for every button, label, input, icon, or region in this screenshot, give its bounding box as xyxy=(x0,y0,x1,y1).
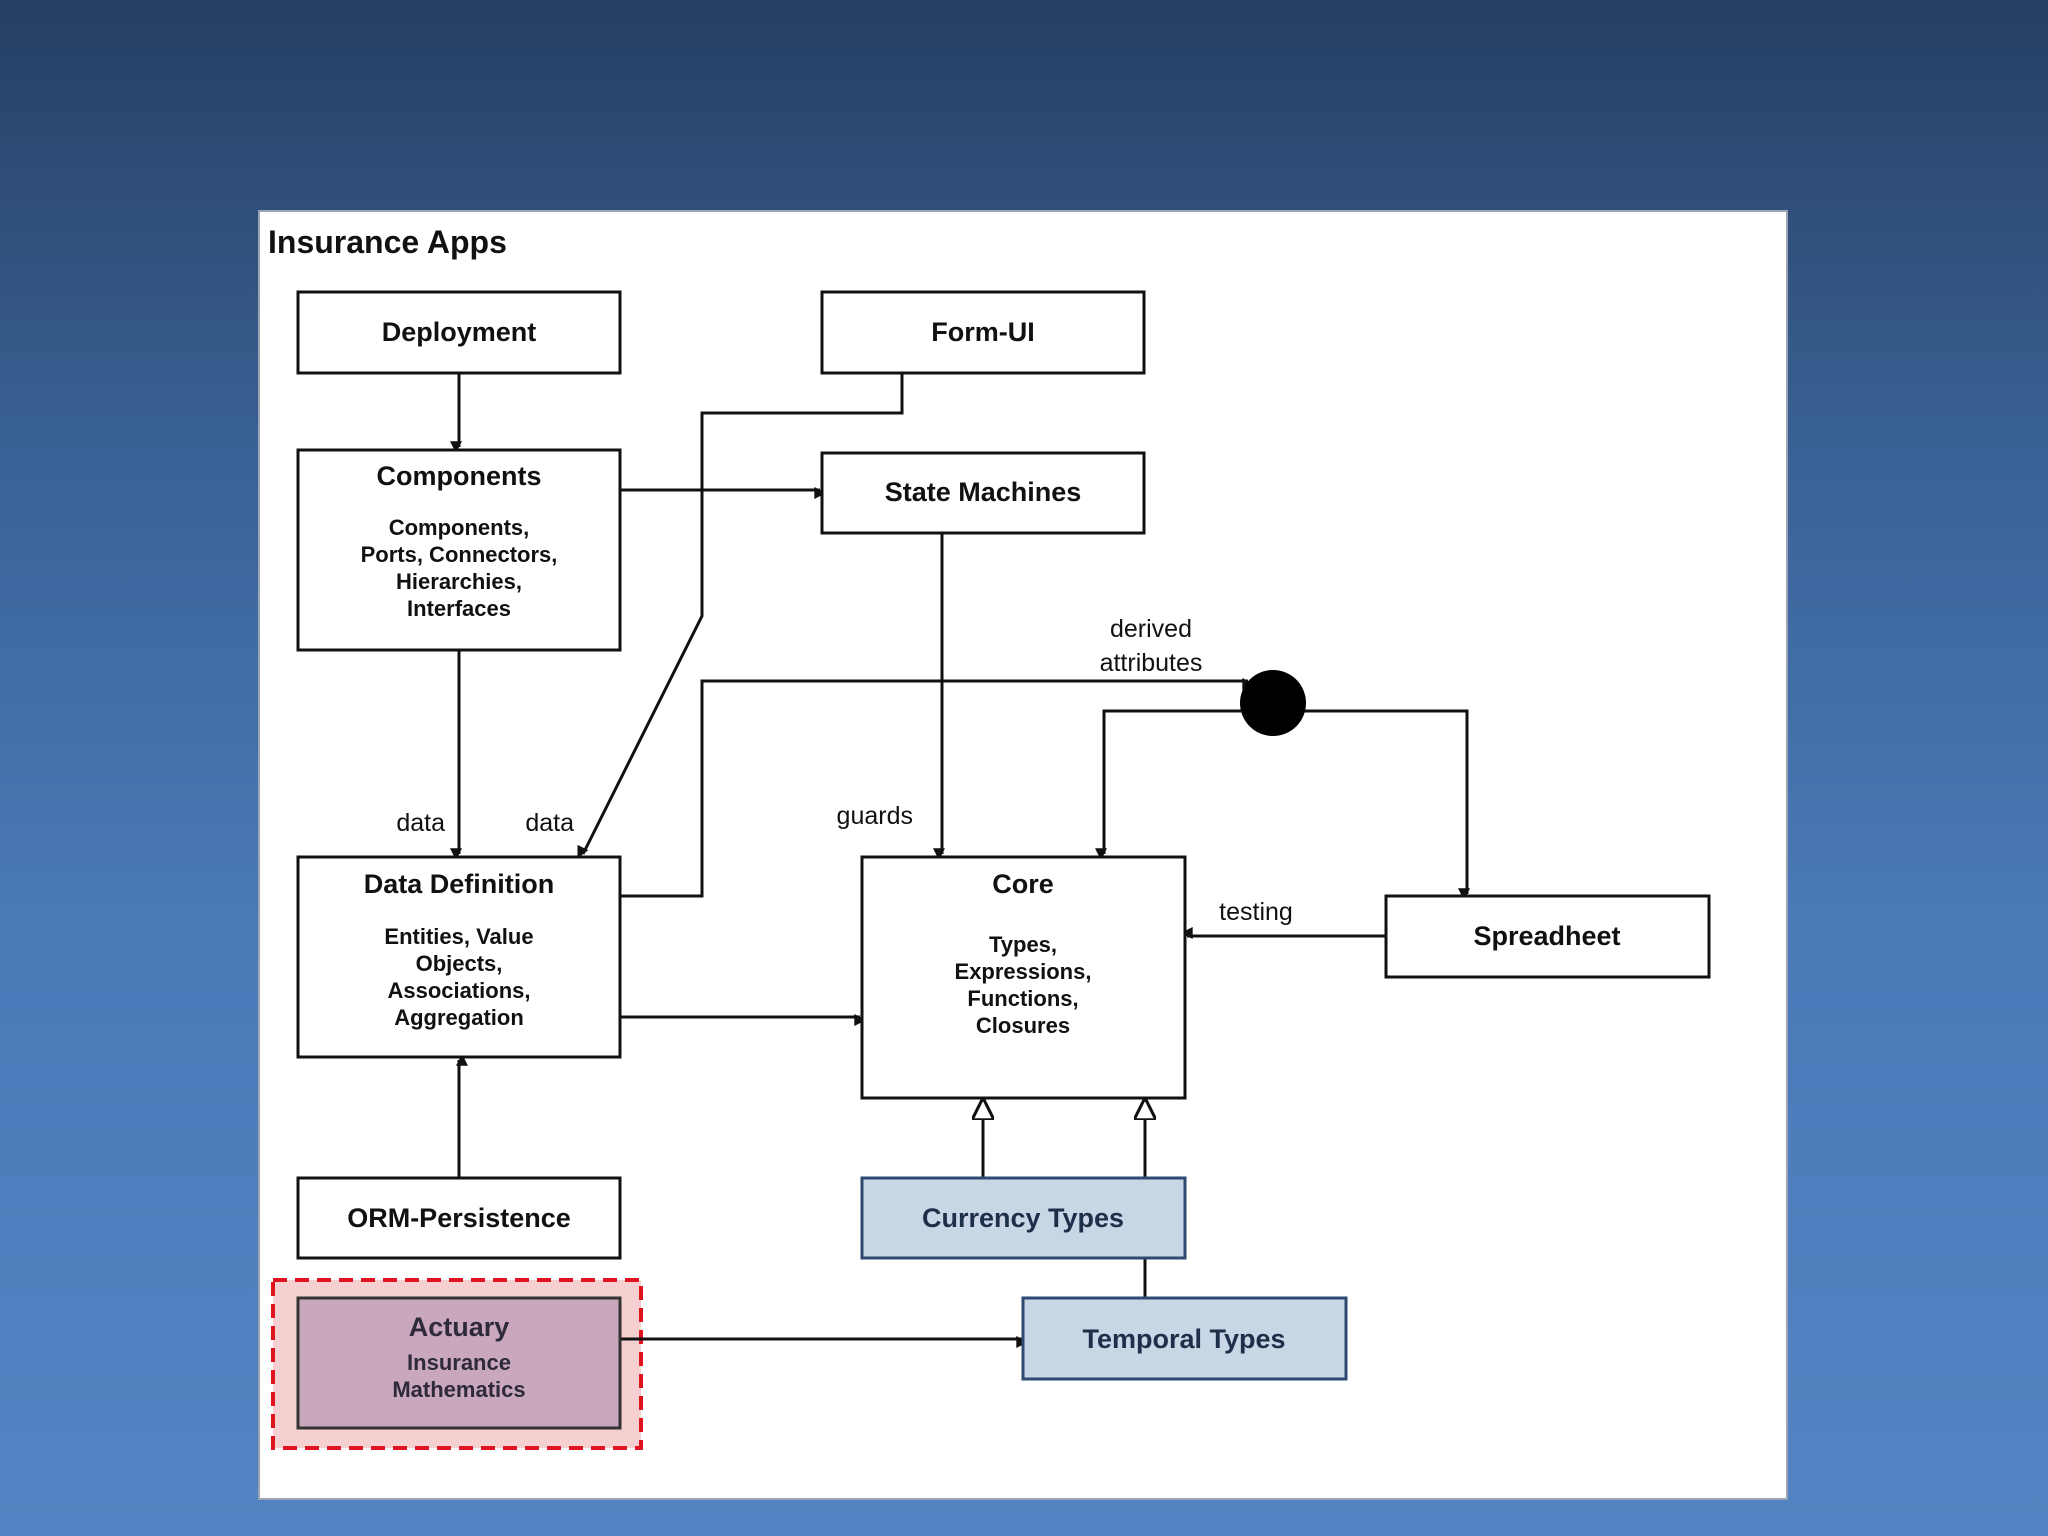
node-form-ui: Form-UI xyxy=(820,290,1146,375)
node-state-machines: State Machines xyxy=(820,451,1146,535)
edge-label-derived: derived xyxy=(1110,615,1192,643)
node-spreadheet: Spreadheet xyxy=(1384,894,1711,979)
node-core-line: Types, xyxy=(989,932,1057,957)
node-actuary-line: Insurance xyxy=(407,1350,511,1375)
node-currency-types: Currency Types xyxy=(860,1176,1187,1260)
diagram-title: Insurance Apps xyxy=(268,224,507,260)
node-actuary-line: Mathematics xyxy=(392,1377,525,1402)
node-currency-types-title: Currency Types xyxy=(922,1203,1124,1233)
node-components-line: Interfaces xyxy=(407,596,511,621)
node-core-title: Core xyxy=(992,869,1054,899)
edge-label-testing: testing xyxy=(1219,898,1293,926)
node-components-line: Components, xyxy=(389,515,530,540)
node-components: Components Components, Ports, Connectors… xyxy=(296,448,622,652)
node-deployment-title: Deployment xyxy=(382,317,537,347)
node-data-definition: Data Definition Entities, Value Objects,… xyxy=(296,855,622,1059)
edge-label-data-right: data xyxy=(525,809,574,837)
node-data-definition-line: Objects, xyxy=(416,951,503,976)
node-components-line: Ports, Connectors, xyxy=(361,542,558,567)
node-temporal-types-title: Temporal Types xyxy=(1082,1324,1285,1354)
node-core-line: Functions, xyxy=(967,986,1078,1011)
edge-junction-spreadheet xyxy=(1303,709,1470,901)
node-state-machines-title: State Machines xyxy=(885,477,1082,507)
edge-formui-datadef xyxy=(577,373,904,859)
node-data-definition-title: Data Definition xyxy=(364,869,555,899)
edge-datadef-derived xyxy=(620,678,1255,898)
edge-label-guards: guards xyxy=(837,802,913,830)
node-temporal-types: Temporal Types xyxy=(1021,1296,1348,1381)
connectors xyxy=(450,373,1470,1348)
node-actuary-title: Actuary xyxy=(409,1312,510,1342)
derived-attributes-junction xyxy=(1240,670,1306,736)
node-components-line: Hierarchies, xyxy=(396,569,522,594)
node-data-definition-line: Aggregation xyxy=(394,1005,524,1030)
edge-junction-core xyxy=(1095,709,1241,861)
node-data-definition-line: Associations, xyxy=(387,978,530,1003)
node-actuary: Actuary Insurance Mathematics xyxy=(296,1296,622,1430)
node-data-definition-line: Entities, Value xyxy=(384,924,533,949)
edge-label-attributes: attributes xyxy=(1100,649,1203,677)
node-form-ui-title: Form-UI xyxy=(931,317,1035,347)
node-orm-persistence: ORM-Persistence xyxy=(296,1176,622,1260)
node-core-line: Closures xyxy=(976,1013,1070,1038)
node-spreadheet-title: Spreadheet xyxy=(1473,921,1620,951)
node-components-title: Components xyxy=(377,461,542,491)
node-core-line: Expressions, xyxy=(955,959,1092,984)
node-core: Core Types, Expressions, Functions, Clos… xyxy=(860,855,1187,1100)
edge-label-data-left: data xyxy=(396,809,445,837)
node-orm-persistence-title: ORM-Persistence xyxy=(347,1203,571,1233)
node-deployment: Deployment xyxy=(296,290,622,375)
